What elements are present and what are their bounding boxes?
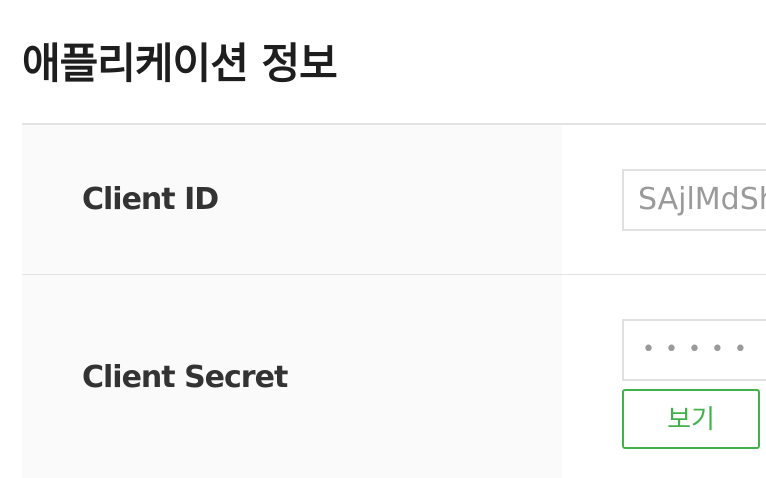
client-id-field[interactable]: SAjlMdSh xyxy=(622,169,766,231)
client-id-row: Client ID SAjlMdSh xyxy=(22,125,766,275)
client-id-label: Client ID xyxy=(22,125,562,274)
client-secret-field[interactable]: ••••• xyxy=(622,319,766,381)
client-secret-cell: ••••• 보기 xyxy=(562,275,766,478)
client-secret-row: Client Secret ••••• 보기 xyxy=(22,275,766,478)
client-secret-label: Client Secret xyxy=(22,275,562,478)
view-secret-button[interactable]: 보기 xyxy=(622,389,760,449)
client-id-cell: SAjlMdSh xyxy=(562,125,766,274)
page-title: 애플리케이션 정보 xyxy=(22,39,338,88)
application-info-table: Client ID SAjlMdSh Client Secret ••••• 보… xyxy=(22,123,766,478)
